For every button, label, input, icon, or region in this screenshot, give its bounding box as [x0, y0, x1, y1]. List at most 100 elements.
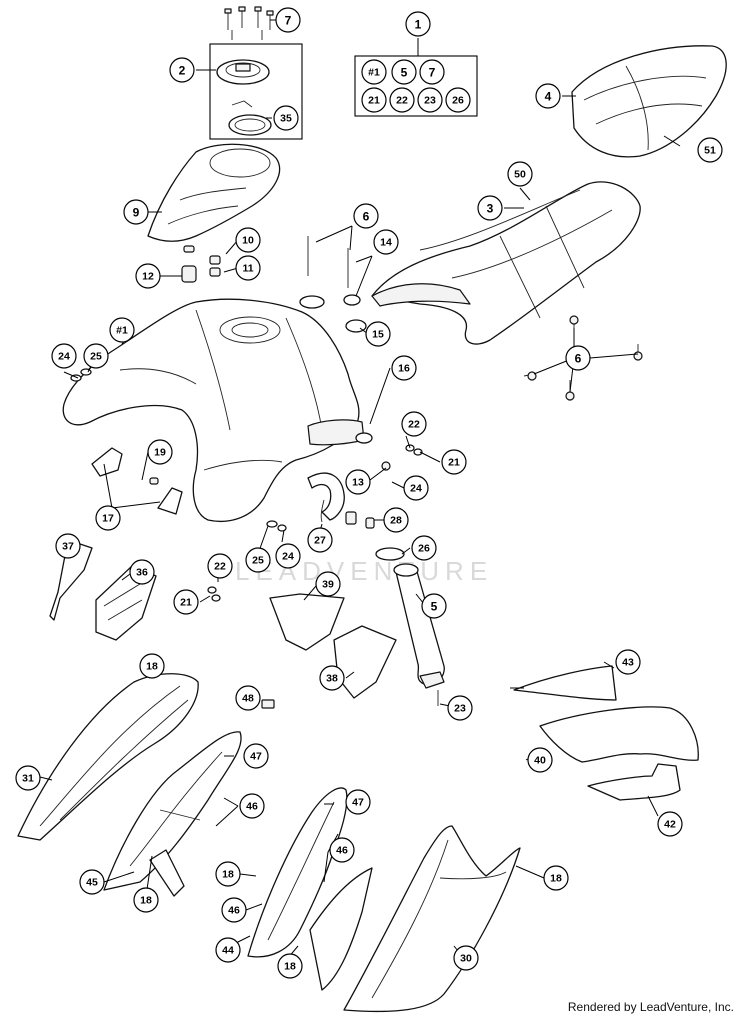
callout-number: 50 [514, 169, 526, 181]
callout-bubble [543, 865, 569, 891]
callout-bubble [535, 83, 561, 109]
callout-46: 46 [329, 837, 355, 863]
callout-number: 11 [242, 263, 253, 275]
callout-18: 18 [133, 887, 159, 913]
callout-bubble [477, 195, 503, 221]
callout-number: 48 [242, 693, 254, 705]
callout-1: 1 [405, 11, 431, 37]
cap-assembly-box [209, 43, 303, 140]
callout-24: 24 [275, 543, 301, 569]
callout-number: 5 [401, 66, 408, 80]
callout-number: 22 [214, 561, 226, 573]
callout-16: 16 [391, 355, 417, 381]
callout-45: 45 [79, 869, 105, 895]
decal-parts [513, 665, 699, 801]
callout-bubble [15, 765, 41, 791]
callout-36: 36 [129, 559, 155, 585]
callout-bubble [417, 87, 443, 113]
callout-number: 12 [142, 271, 154, 283]
callout-number: 39 [322, 579, 334, 591]
callout-number: 40 [534, 755, 546, 767]
callout-3: 3 [477, 195, 503, 221]
callout-bubble [173, 589, 199, 615]
callout-bubble [391, 59, 417, 85]
callout-2: 2 [169, 57, 195, 83]
callout-number: 7 [429, 66, 436, 80]
callout-bubble [445, 87, 471, 113]
callout-number: 28 [390, 515, 402, 527]
callout-number: 24 [58, 351, 70, 363]
callout-bubble [697, 137, 723, 163]
callout-number: 46 [336, 845, 348, 857]
rear-seat-cowl-part [571, 45, 727, 158]
callout-17: 17 [95, 505, 121, 531]
callout-bubble [361, 87, 387, 113]
callout-bubble [401, 411, 427, 437]
callout-bubble [353, 203, 379, 229]
callout-14: 14 [373, 229, 399, 255]
left-side-panel-part [17, 673, 199, 841]
callout-48: 48 [235, 685, 261, 711]
callout-number: 42 [664, 819, 676, 831]
callout-number: 17 [102, 513, 114, 525]
callout-23: 23 [417, 87, 443, 113]
callout-number: 26 [418, 543, 430, 555]
callout-bubble [51, 343, 77, 369]
callout-28: 28 [383, 507, 409, 533]
callout-bubble [109, 317, 135, 343]
callout-number: 23 [454, 703, 466, 715]
callout-number: 18 [550, 873, 562, 885]
callout-number: 15 [372, 329, 384, 341]
callout-number: 14 [380, 237, 392, 249]
callout-number: 4 [545, 90, 552, 104]
kit-contents-box [354, 55, 478, 117]
callout-50: 50 [507, 161, 533, 187]
callout-23: 23 [447, 695, 473, 721]
callout-number: 51 [704, 145, 716, 157]
callout-35: 35 [273, 105, 299, 131]
callout-number: 5 [431, 600, 438, 614]
callout-number: 23 [424, 95, 436, 107]
cap-screws-part [224, 6, 274, 40]
callout-bubble [79, 869, 105, 895]
callout-number: 6 [575, 352, 582, 366]
callout-number: #1 [116, 325, 128, 337]
callout-number: 18 [140, 895, 152, 907]
callout-bubble [615, 649, 641, 675]
callout-15: 15 [365, 321, 391, 347]
callout-12: 12 [135, 263, 161, 289]
callout-number: 25 [90, 351, 102, 363]
callout-number: 21 [180, 597, 192, 609]
callout-24: 24 [51, 343, 77, 369]
callout-5: 5 [421, 593, 447, 619]
callout-bubble [245, 547, 271, 573]
callout-31: 31 [15, 765, 41, 791]
callout-number: 27 [314, 535, 326, 547]
callout-bubble [83, 343, 109, 369]
callout-bubble [235, 255, 261, 281]
callout-26: 26 [445, 87, 471, 113]
callout-number: 36 [136, 567, 148, 579]
callout-bubble [419, 59, 445, 85]
callout-number: 46 [246, 801, 258, 813]
callout-46: 46 [239, 793, 265, 819]
callout-bubble [235, 685, 261, 711]
callout-bubble [243, 743, 269, 769]
callout-bubble [169, 57, 195, 83]
cap-gasket-part [228, 100, 272, 136]
callout-19: 19 [147, 439, 173, 465]
callout-number: 45 [86, 877, 98, 889]
filler-cap-part [216, 59, 270, 85]
callout-21: 21 [173, 589, 199, 615]
callout-6: 6 [353, 203, 379, 229]
callout-number: 47 [352, 797, 364, 809]
callout-21: 21 [441, 449, 467, 475]
callout-bubble [527, 747, 553, 773]
callout-number: 6 [363, 210, 370, 224]
callout-bubble [275, 7, 301, 33]
callout-bubble [345, 789, 371, 815]
callout-bubble [215, 937, 241, 963]
callout-number: 10 [242, 235, 254, 247]
callout-kit-1: #1 [361, 59, 387, 85]
